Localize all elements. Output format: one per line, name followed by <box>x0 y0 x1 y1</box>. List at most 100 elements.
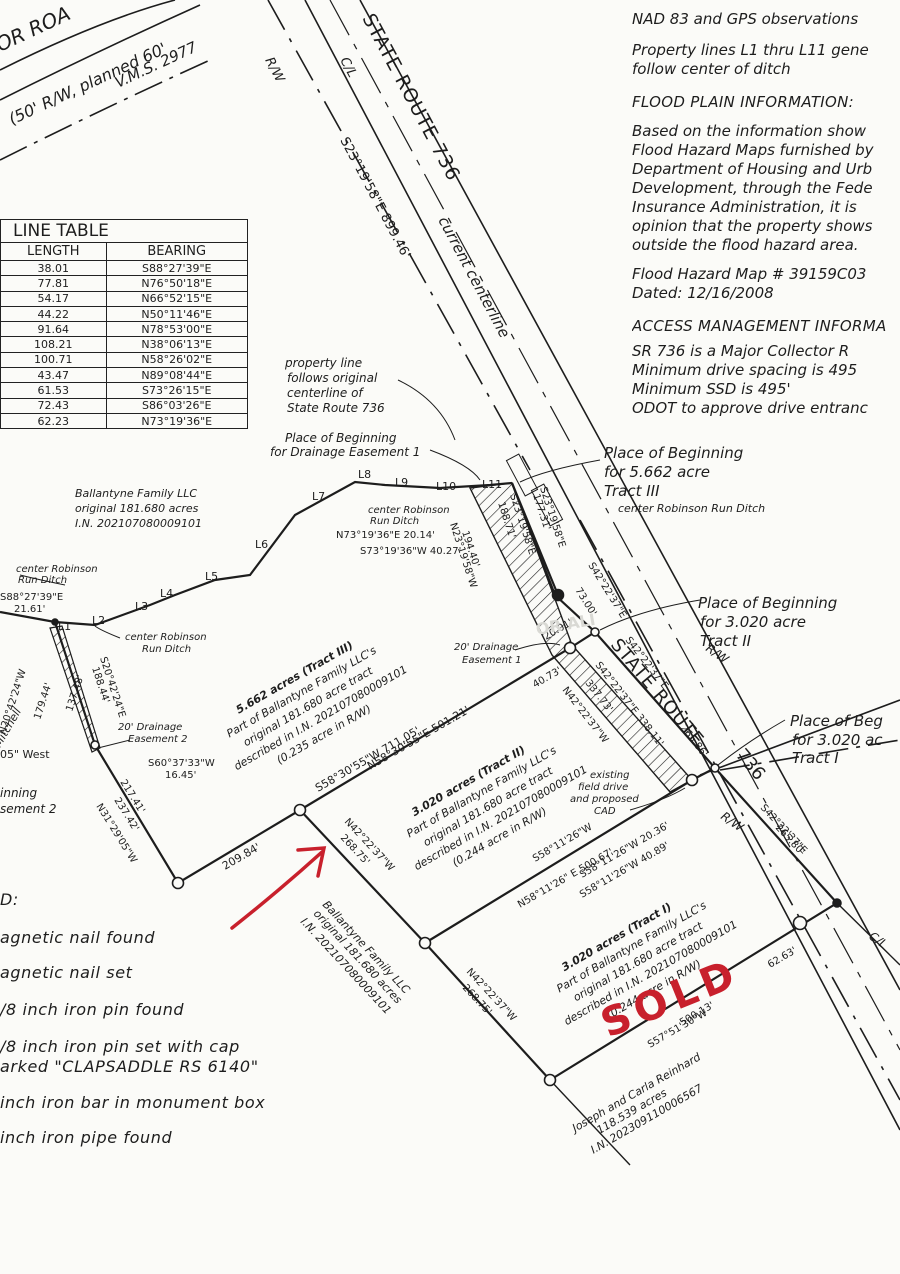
monument-marker <box>590 627 600 637</box>
line-length-cell: 100.71 <box>0 351 107 369</box>
legend-item: /8 inch iron pin found <box>0 1000 185 1019</box>
adjoining-line <box>549 1079 631 1166</box>
monument-marker <box>543 1073 557 1087</box>
property-lines-note: follow center of ditch <box>632 60 791 78</box>
access-line: Minimum drive spacing is 495 <box>632 361 858 379</box>
line-bearing-cell: N76°50'18"E <box>105 275 248 292</box>
monument-marker <box>551 588 565 602</box>
line-length-cell: 43.47 <box>0 367 107 384</box>
bearing-label: S60°37'33"W <box>148 758 215 769</box>
adjoining-line <box>836 902 900 966</box>
field-drive-label: and proposed <box>570 794 639 805</box>
pob-5662-label: Tract III <box>604 482 660 500</box>
leader-line <box>94 625 121 639</box>
line-id-label: L4 <box>160 587 173 600</box>
leader-line <box>599 599 701 631</box>
pob-5662-label: for 5.662 acre <box>604 463 710 481</box>
leader-line <box>397 379 456 441</box>
ballantyne-label: original 181.680 acres <box>75 502 199 515</box>
legend-title: D: <box>0 890 19 909</box>
line-bearing-cell: N50°11'46"E <box>105 305 248 323</box>
drainage-1-label: Easement 1 <box>462 655 522 666</box>
tract-iii-boundary <box>53 482 597 885</box>
west-label: 05" West <box>0 748 50 761</box>
pob-3020-ii-label: Place of Beginning <box>698 594 837 612</box>
line-id-label: L5 <box>205 570 218 583</box>
bearing-label: S73°19'36"W 40.27' <box>360 546 461 557</box>
leader-line <box>629 787 686 811</box>
road-edge-line <box>699 699 900 776</box>
monument-marker <box>792 915 808 931</box>
leader-line <box>514 642 561 651</box>
monument-marker <box>832 898 842 908</box>
dist-label: 16.45' <box>165 770 196 781</box>
line-length-cell: 91.64 <box>0 321 107 338</box>
nad-note: NAD 83 and GPS observations <box>632 10 859 28</box>
road-rw-label: (50' R/W, planned 60' <box>6 39 170 129</box>
prop-follows-label: centerline of <box>287 386 364 400</box>
access-line: ODOT to approve drive entranc <box>632 399 868 417</box>
legend-item: arked "CLAPSADDLE RS 6140" <box>0 1057 259 1076</box>
ballantyne-label: Ballantyne Family LLC <box>75 487 197 500</box>
cl-label: C/L <box>336 55 359 80</box>
flood-line: Insurance Administration, it is <box>632 198 857 216</box>
bearing-label: N31°29'05"W <box>93 802 138 865</box>
culvert-symbol <box>505 453 539 497</box>
rw-label: R/W <box>261 55 287 86</box>
pob-3020-i-label: for 3.020 ac <box>792 731 883 749</box>
monument-marker <box>51 618 59 626</box>
line-length-cell: 38.01 <box>0 259 107 277</box>
pob-3020-ii-label: Tract II <box>700 632 752 650</box>
dist-label: 21.61' <box>14 604 45 615</box>
line-bearing-cell: N78°53'00"E <box>105 321 248 338</box>
line-bearing-cell: S86°03'26"E <box>105 397 248 414</box>
left-ditch-label: center Robinson <box>16 564 98 575</box>
center-ditch-label: center Robinson Run Ditch <box>618 502 765 515</box>
legend-item: agnetic nail set <box>0 963 133 982</box>
line-id-label: L10 <box>436 480 456 493</box>
dist-label: 179.44' <box>32 682 54 721</box>
culvert-symbol <box>530 483 564 527</box>
line-table-header: LENGTH <box>0 242 107 261</box>
state-route-label: STATE ROUTE 736 <box>358 10 465 185</box>
ballantyne-label: I.N. 202107080009101 <box>75 517 202 530</box>
pob-drainage-1-label: Place of Beginning <box>285 431 397 445</box>
road-edge-line <box>304 0 900 1131</box>
leader-line <box>19 574 66 586</box>
tract-frontage-line <box>594 631 716 769</box>
access-heading: ACCESS MANAGEMENT INFORMA <box>632 317 887 335</box>
line-length-cell: 77.81 <box>0 275 107 292</box>
line-bearing-cell: N66°52'15"E <box>105 290 248 307</box>
flood-line: Flood Hazard Maps furnished by <box>632 141 874 159</box>
field-drive-label: existing <box>590 770 629 781</box>
line-length-cell: 61.53 <box>0 382 107 399</box>
monument-marker <box>563 641 577 655</box>
line-id-label: L9 <box>395 476 408 489</box>
red-arrow-shaft <box>230 850 324 930</box>
monument-marker <box>685 773 699 787</box>
leader-line <box>519 459 601 483</box>
line-table-header: BEARING <box>105 242 248 261</box>
pob-drainage-2-label: sement 2 <box>0 802 56 816</box>
line-length-cell: 44.22 <box>0 305 107 323</box>
line-id-label: L6 <box>255 538 268 551</box>
left-ditch-label: Run Ditch <box>18 575 67 586</box>
prop-follows-label: State Route 736 <box>287 401 385 415</box>
road-edge-line <box>359 0 900 991</box>
line-id-label: L1 <box>58 620 71 633</box>
centerline-bearing-label: S23°19'58"E 899.46' <box>336 135 413 262</box>
legend-item: inch iron pipe found <box>0 1128 173 1147</box>
line-bearing-cell: S88°27'39"E <box>105 259 248 277</box>
pob-drainage-1-label: for Drainage Easement 1 <box>270 445 420 459</box>
survey-notes: NAD 83 and GPS observations Property lin… <box>632 0 900 418</box>
line-id-label: L8 <box>358 468 371 481</box>
road-arc <box>0 4 201 101</box>
pob-3020-i-label: Tract I <box>792 749 839 767</box>
right-of-way-line <box>267 0 531 471</box>
